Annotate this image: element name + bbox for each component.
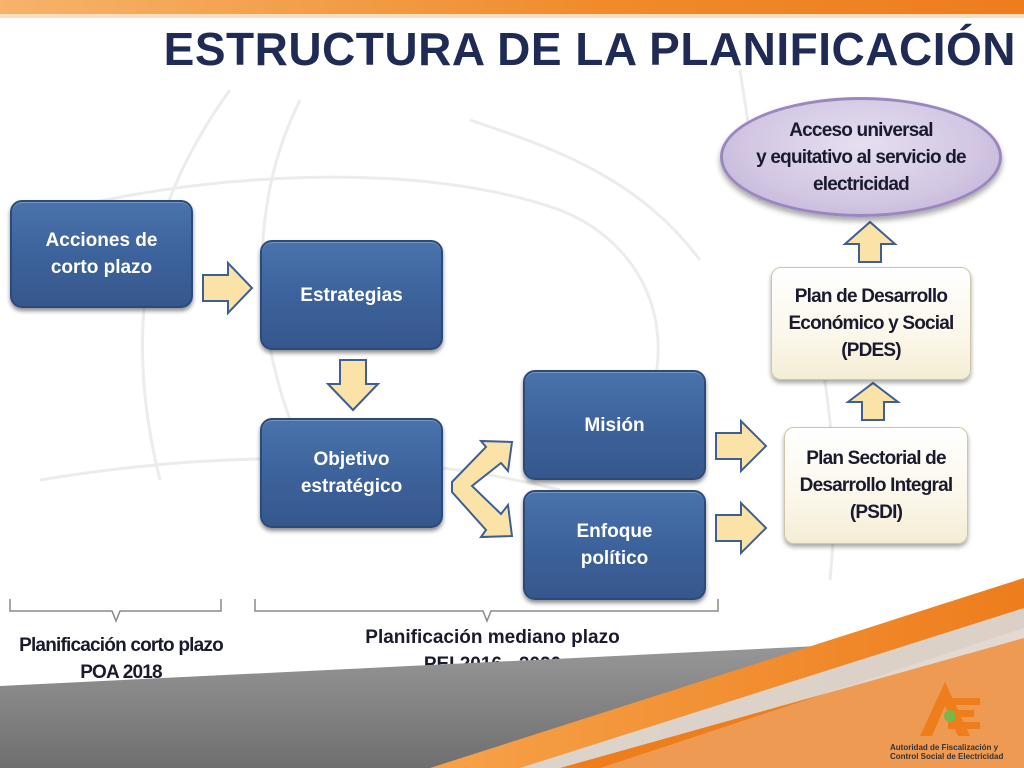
arrow-right-icon bbox=[202, 260, 254, 316]
ae-logo-icon bbox=[920, 682, 980, 736]
arrow-up-icon bbox=[842, 220, 898, 263]
page-title: ESTRUCTURA DE LA PLANIFICACIÓN bbox=[163, 23, 1016, 75]
arrow-right-icon bbox=[715, 418, 768, 474]
node-enfoque-politico: Enfoque político bbox=[523, 490, 706, 600]
logo-text-line1: Autoridad de Fiscalización y bbox=[890, 743, 999, 752]
node-mision: Misión bbox=[523, 370, 706, 480]
bracket-corto-plazo bbox=[9, 599, 222, 624]
node-psdi: Plan Sectorial de Desarrollo Integral (P… bbox=[784, 427, 968, 544]
footer-band bbox=[0, 578, 1024, 768]
timeline-brackets bbox=[9, 599, 719, 624]
top-accent-bar-light bbox=[0, 14, 1024, 18]
arrow-up-icon bbox=[845, 381, 901, 421]
node-acceso-universal: Acceso universal y equitativo al servici… bbox=[720, 97, 1002, 217]
node-pdes: Plan de Desarrollo Económico y Social (P… bbox=[771, 267, 971, 380]
logo-text-line2: Control Social de Electricidad bbox=[890, 752, 1004, 761]
arrow-right-icon bbox=[715, 500, 768, 556]
split-arrow-icon bbox=[451, 439, 514, 539]
label-planificacion-corto-plazo: Planificación corto plazo POA 2018 bbox=[19, 635, 224, 683]
node-acciones-corto-plazo: Acciones de corto plazo bbox=[10, 200, 193, 308]
node-estrategias: Estrategias bbox=[260, 240, 443, 350]
node-objetivo-estrategico: Objetivo estratégico bbox=[260, 418, 443, 528]
logo-ae: Autoridad de Fiscalización y Control Soc… bbox=[890, 672, 1020, 768]
bracket-mediano-plazo bbox=[254, 599, 719, 624]
arrow-down-icon bbox=[325, 359, 381, 412]
top-accent-bar bbox=[0, 0, 1024, 14]
